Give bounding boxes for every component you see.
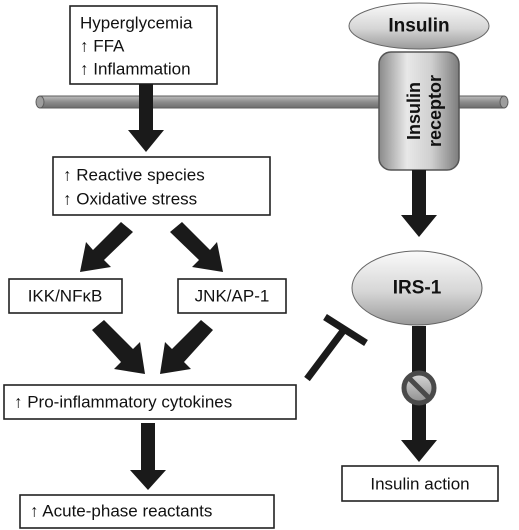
insulin-action-box: Insulin action xyxy=(341,465,499,502)
stimuli-box: Hyperglycemia ↑ FFA ↑ Inflammation xyxy=(69,5,218,85)
arrow-ikk-to-cytokines xyxy=(92,320,145,374)
prohibited-icon xyxy=(401,370,437,406)
cytokines-box: ↑ Pro-inflammatory cytokines xyxy=(3,384,297,420)
insulin-ligand: Insulin xyxy=(348,2,490,50)
stimuli-line-hyperglycemia: Hyperglycemia xyxy=(80,14,193,33)
ikk-nfkb-label: IKK/NFκB xyxy=(28,287,103,306)
arrow-jnk-to-cytokines xyxy=(160,320,213,374)
receptor-label-1: Insulin xyxy=(404,82,424,140)
reactive-line-species: ↑ Reactive species xyxy=(63,166,205,185)
reactive-line-oxidative: ↑ Oxidative stress xyxy=(63,190,197,209)
insulin-action-label: Insulin action xyxy=(370,475,469,494)
arrow-receptor-to-irs1 xyxy=(401,170,437,237)
acute-phase-label: ↑ Acute-phase reactants xyxy=(30,502,212,521)
arrow-reactive-to-ikk xyxy=(80,222,133,272)
arrow-stimuli-to-reactive xyxy=(128,84,164,152)
inhibition-tbar-icon xyxy=(304,314,368,382)
arrow-cytokines-to-acute xyxy=(130,423,166,490)
reactive-species-box: ↑ Reactive species ↑ Oxidative stress xyxy=(52,156,271,216)
stimuli-line-ffa: ↑ FFA xyxy=(80,37,125,56)
irs1-node: IRS-1 xyxy=(351,250,483,326)
cytokines-label: ↑ Pro-inflammatory cytokines xyxy=(14,393,232,412)
jnk-ap1-label: JNK/AP-1 xyxy=(195,287,270,306)
insulin-label: Insulin xyxy=(388,16,449,37)
acute-phase-box: ↑ Acute-phase reactants xyxy=(19,494,275,529)
ikk-nfkb-box: IKK/NFκB xyxy=(8,278,123,314)
receptor-label-2: receptor xyxy=(425,75,445,147)
stimuli-line-inflammation: ↑ Inflammation xyxy=(80,60,191,79)
insulin-receptor: Insulin receptor xyxy=(378,51,460,171)
jnk-ap1-box: JNK/AP-1 xyxy=(177,278,287,314)
arrow-reactive-to-jnk xyxy=(170,222,223,272)
irs1-label: IRS-1 xyxy=(393,278,442,299)
